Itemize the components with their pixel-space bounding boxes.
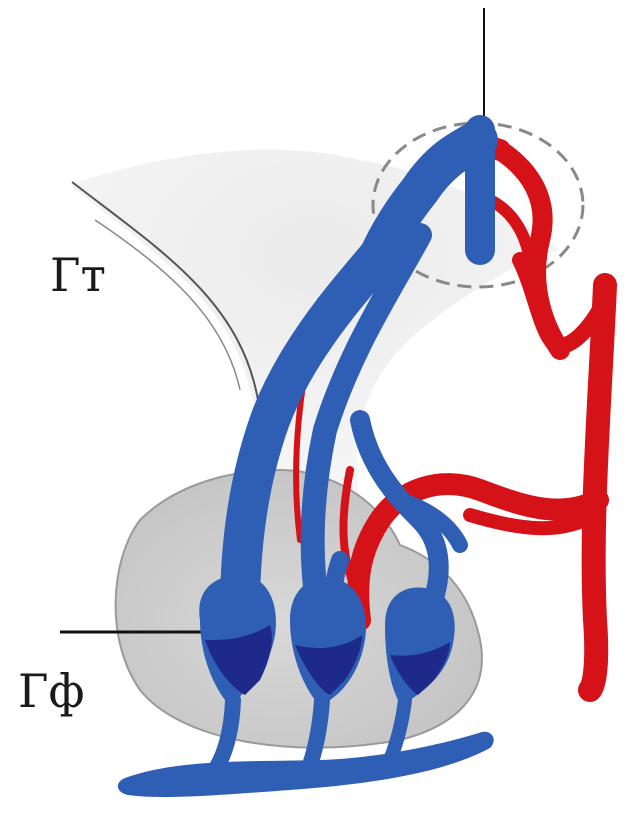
- label-upper: Гт: [50, 252, 106, 298]
- label-lower: Гф: [18, 668, 84, 714]
- secondary-capillary-plexus: [199, 575, 454, 700]
